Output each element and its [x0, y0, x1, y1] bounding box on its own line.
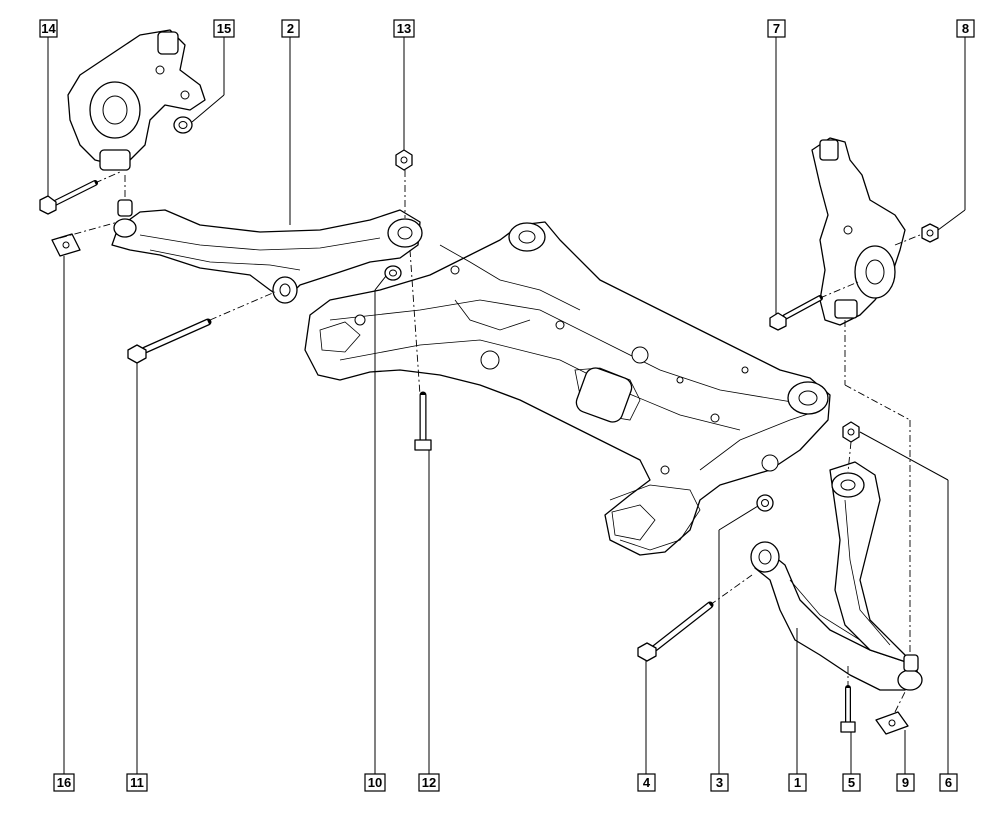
right-lower-control-arm — [750, 461, 923, 691]
callout-label-2: 2 — [287, 21, 294, 36]
callout-label-12: 12 — [422, 775, 436, 790]
left-steering-knuckle — [67, 29, 206, 171]
callout-14: 14 — [39, 19, 58, 38]
callout-label-13: 13 — [397, 21, 411, 36]
plate-9 — [875, 711, 909, 735]
callout-label-10: 10 — [368, 775, 382, 790]
callout-label-1: 1 — [794, 775, 801, 790]
callout-label-11: 11 — [130, 775, 144, 790]
callout-label-6: 6 — [945, 775, 952, 790]
callout-9: 9 — [896, 773, 915, 792]
callout-12: 12 — [418, 773, 440, 792]
bush-3 — [756, 494, 774, 512]
callout-label-15: 15 — [217, 21, 231, 36]
callout-15: 15 — [213, 19, 235, 38]
callout-label-9: 9 — [902, 775, 909, 790]
callout-10: 10 — [364, 773, 386, 792]
nut-13 — [395, 149, 413, 171]
bolt-5 — [840, 685, 856, 733]
callout-label-3: 3 — [716, 775, 723, 790]
leader-lines — [47, 37, 966, 774]
callout-1: 1 — [788, 773, 807, 792]
callout-4: 4 — [637, 773, 656, 792]
callout-label-4: 4 — [643, 775, 651, 790]
callout-11: 11 — [126, 773, 148, 792]
callout-8: 8 — [956, 19, 975, 38]
callout-label-14: 14 — [41, 21, 56, 36]
bolt-7 — [769, 295, 823, 331]
callout-label-16: 16 — [57, 775, 71, 790]
left-lower-control-arm — [111, 199, 423, 304]
bolt-12 — [414, 391, 432, 451]
callout-3: 3 — [710, 773, 729, 792]
bolt-14 — [39, 180, 98, 215]
nut-10 — [384, 265, 402, 281]
callout-label-5: 5 — [848, 775, 855, 790]
bolt-4 — [637, 601, 714, 662]
callout-7: 7 — [767, 19, 786, 38]
plate-16 — [51, 233, 81, 257]
callout-13: 13 — [393, 19, 415, 38]
bush-15 — [173, 116, 193, 134]
callout-16: 16 — [53, 773, 75, 792]
front-subframe — [304, 221, 831, 556]
bolt-11 — [127, 318, 212, 364]
assembly-lines — [59, 170, 921, 713]
callout-6: 6 — [939, 773, 958, 792]
callout-label-7: 7 — [773, 21, 780, 36]
callout-label-8: 8 — [962, 21, 969, 36]
nut-8 — [921, 223, 939, 243]
callout-2: 2 — [281, 19, 300, 38]
callout-5: 5 — [842, 773, 861, 792]
right-steering-knuckle — [811, 137, 906, 326]
nut-6 — [842, 421, 860, 443]
